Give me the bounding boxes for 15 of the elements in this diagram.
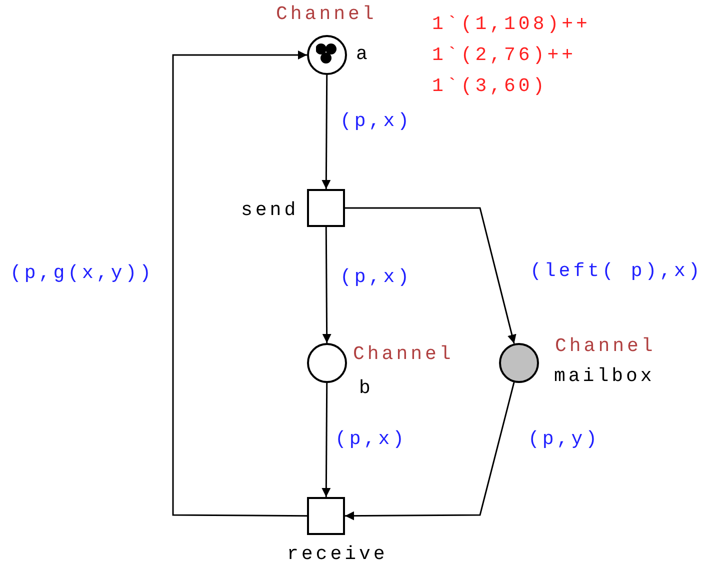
initial-marking: 1`(1,108)++ 1`(2,76)++ 1`(3,60) <box>432 12 592 99</box>
arc-arrow <box>322 75 331 189</box>
color-set-label: Channel <box>276 3 377 25</box>
node-name: b <box>359 377 374 399</box>
arc-arrow <box>345 382 515 520</box>
color-set-label: Channel <box>555 335 656 357</box>
arc-arrow <box>322 227 332 343</box>
color-set-label: Channel <box>353 343 454 365</box>
arc-arrow <box>322 383 331 497</box>
node-name: a <box>356 43 370 65</box>
node-name: mailbox <box>554 365 655 387</box>
arc-arrow <box>345 207 516 344</box>
node-name: receive <box>287 543 388 565</box>
arc-arrow <box>172 50 307 517</box>
node-name: send <box>241 199 299 221</box>
